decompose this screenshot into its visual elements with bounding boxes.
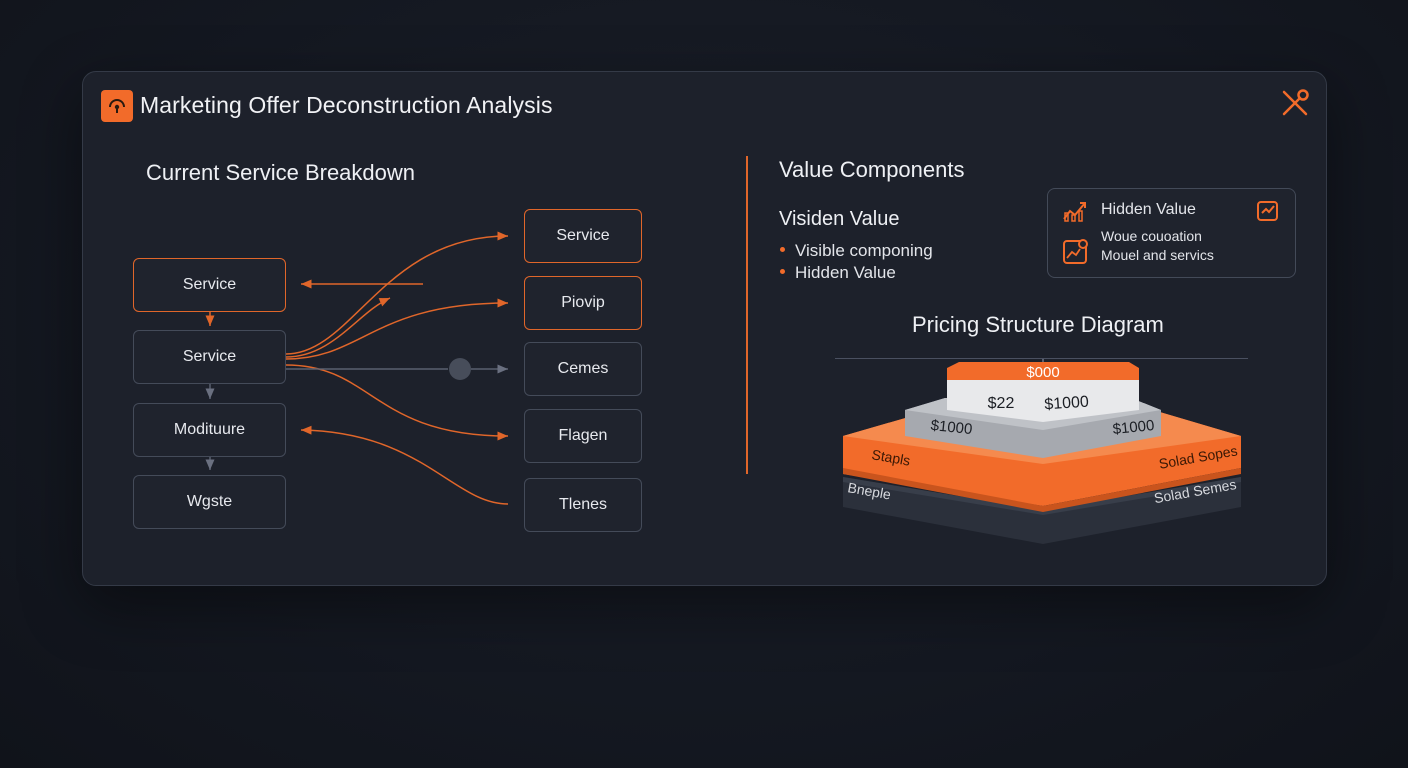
right-node-5[interactable]: Tlenes <box>524 478 642 532</box>
price-top: $000 <box>1026 364 1059 381</box>
flow-connectors <box>205 231 509 505</box>
right-node-2[interactable]: Piovip <box>524 276 642 330</box>
value-subhead: Visiden Value <box>779 208 900 230</box>
app-logo-icon <box>101 90 133 122</box>
checkbox-icon[interactable] <box>1256 200 1280 222</box>
right-node-1[interactable]: Service <box>524 209 642 263</box>
pricing-divider <box>835 358 1248 359</box>
left-node-3[interactable]: Modituure <box>133 403 286 457</box>
label-orange-left: Stapls <box>870 446 911 469</box>
analysis-panel: Marketing Offer Deconstruction Analysis … <box>82 71 1327 586</box>
label-base-left: Bneple <box>846 479 892 502</box>
card-row1: Hidden Value <box>1101 201 1196 218</box>
value-card: Hidden Value Woue couoation Mouel and se… <box>1047 188 1296 278</box>
right-node-4[interactable]: Flagen <box>524 409 642 463</box>
section-title-value-components: Value Components <box>779 157 965 182</box>
price-layer2-right: $1000 <box>1112 417 1155 438</box>
card-row2b: Mouel and servics <box>1101 247 1214 263</box>
left-node-2[interactable]: Service <box>133 330 286 384</box>
price-mid-a: $22 <box>988 395 1015 412</box>
left-node-1[interactable]: Service <box>133 258 286 312</box>
right-node-3[interactable]: Cemes <box>524 342 642 396</box>
section-title-service-breakdown: Current Service Breakdown <box>146 160 416 185</box>
analytics-icon <box>1063 239 1088 264</box>
price-mid-b: $1000 <box>1044 393 1090 413</box>
left-node-4[interactable]: Wgste <box>133 475 286 529</box>
page-title: Marketing Offer Deconstruction Analysis <box>140 92 553 118</box>
bullet-hidden: Hidden Value <box>780 263 896 283</box>
pricing-pyramid: $000 $22 $1000 $1000 $1000 Stapls Solad … <box>843 359 1241 544</box>
card-row2a: Woue couoation <box>1101 228 1202 244</box>
bullet-visible: Visible componing <box>780 241 933 261</box>
pyramid-top-block <box>947 373 1139 422</box>
section-divider <box>746 156 748 474</box>
pricing-title: Pricing Structure Diagram <box>912 312 1164 337</box>
price-layer2-left: $1000 <box>930 417 973 438</box>
tools-icon[interactable] <box>1278 86 1312 120</box>
chart-icon <box>1063 202 1086 222</box>
